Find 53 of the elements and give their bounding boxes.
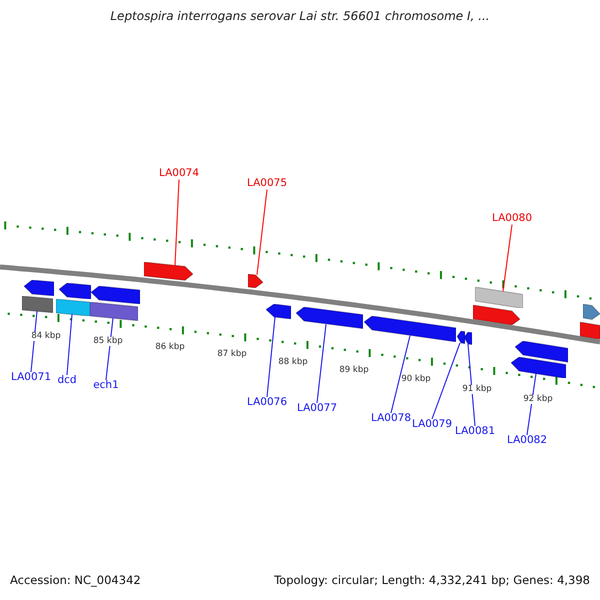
- gene-label: LA0081: [455, 426, 495, 438]
- gene-label: LA0075: [247, 178, 287, 190]
- gene-label: LA0077: [297, 403, 337, 415]
- gene-feature: [266, 304, 291, 319]
- gene-feature: [464, 332, 472, 345]
- scale-label: 88 kbp: [278, 358, 308, 368]
- gene-feature: [91, 286, 140, 304]
- title: Leptospira interrogans serovar Lai str. 56601 chromosome I, ...: [110, 9, 490, 23]
- gene-label: dcd: [57, 375, 77, 387]
- scale-label: 89 kbp: [339, 366, 369, 376]
- gene-block: [90, 302, 138, 321]
- scale-label: 90 kbp: [401, 375, 431, 384]
- scale-label: 84 kbp: [31, 332, 61, 342]
- gene-feature: [473, 304, 520, 325]
- gene-label: LA0076: [247, 397, 287, 409]
- scale-label: 86 kbp: [155, 343, 185, 352]
- leader-line: [256, 189, 268, 276]
- leader-line: [526, 372, 536, 436]
- gene-block: [56, 298, 90, 316]
- scale-label: 85 kbp: [93, 337, 123, 346]
- leader-line: [66, 314, 72, 376]
- gene-feature: [515, 341, 568, 363]
- gene-feature: [583, 304, 600, 320]
- gene-feature: [144, 262, 193, 281]
- gene-feature: [364, 316, 456, 342]
- gene-block: [580, 322, 600, 339]
- leader-line: [266, 316, 276, 398]
- leader-line: [316, 324, 326, 404]
- gene-label: LA0080: [492, 213, 532, 225]
- gene-label: LA0082: [507, 435, 547, 447]
- scale-label: 92 kbp: [523, 395, 553, 404]
- leader-line: [106, 318, 114, 380]
- scale-label: 91 kbp: [462, 385, 492, 394]
- gene-label: LA0078: [371, 413, 411, 425]
- gene-block: [475, 287, 523, 308]
- gene-label: ech1: [93, 380, 119, 392]
- gene-feature: [248, 274, 263, 288]
- leader-line: [390, 335, 410, 414]
- leader-line: [502, 224, 512, 292]
- gene-block: [22, 296, 53, 313]
- gene-feature: [296, 307, 363, 330]
- scale-label: 87 kbp: [217, 350, 247, 360]
- leader-line: [432, 342, 460, 420]
- gene-label: LA0071: [11, 372, 51, 384]
- footer-text: Topology: circular; Length: 4,332,241 bp; Genes: 4,398: [274, 574, 590, 587]
- gene-feature: [59, 282, 91, 300]
- leader-line: [468, 344, 476, 426]
- gene-label: LA0074: [159, 168, 199, 180]
- gene-label: LA0079: [412, 419, 452, 431]
- gene-feature: [24, 280, 54, 296]
- footer-text: Accession: NC_004342: [10, 574, 141, 587]
- gene-feature: [511, 356, 566, 378]
- leader-line: [174, 179, 180, 266]
